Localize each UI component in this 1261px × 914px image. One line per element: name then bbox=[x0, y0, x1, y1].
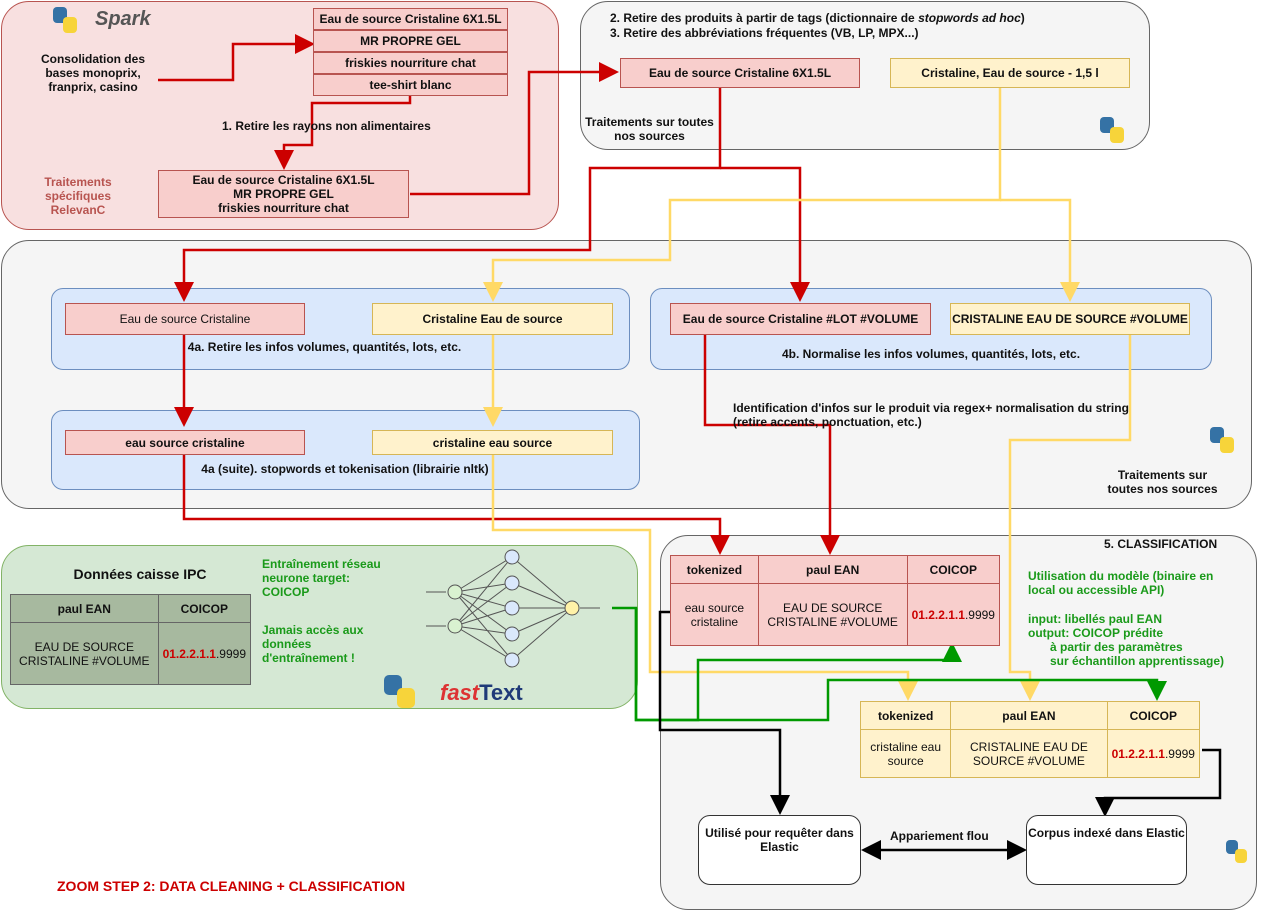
cell-coicop: 01.2.2.1.1.9999 bbox=[906, 583, 1001, 646]
raw-product-item: friskies nourriture chat bbox=[313, 52, 508, 74]
p4a-caption: 4a. Retire les infos volumes, quantités,… bbox=[187, 340, 462, 354]
specific-processing-label: Traitements spécifiques RelevanC bbox=[44, 175, 112, 217]
p4b-caption: 4b. Normalise les infos volumes, quantit… bbox=[781, 347, 1081, 361]
top-red-item: Eau de source Cristaline 6X1.5L bbox=[620, 58, 860, 88]
raw-product-item: Eau de source Cristaline 6X1.5L bbox=[313, 8, 508, 30]
step1-label: 1. Retire les rayons non alimentaires bbox=[222, 119, 431, 133]
p4b-red-item: Eau de source Cristaline #LOT #VOLUME bbox=[670, 303, 931, 335]
top-yellow-item: Cristaline, Eau de source - 1,5 l bbox=[890, 58, 1130, 88]
query-box: Utilisé pour requêter dans Elastic bbox=[698, 815, 861, 885]
p4a2-yellow-item: cristaline eau source bbox=[372, 430, 613, 455]
fasttext-logo-a: fast bbox=[440, 680, 480, 705]
classification-table-red: tokenized paul EAN COICOP eau source cri… bbox=[670, 555, 1001, 646]
col-paul-ean: paul EAN bbox=[950, 701, 1108, 730]
model-input: input: libellés paul EAN bbox=[1028, 612, 1163, 626]
cell-coicop: 01.2.2.1.1.9999 bbox=[1106, 729, 1201, 778]
col-tokenized: tokenized bbox=[670, 555, 759, 584]
corpus-box: Corpus indexé dans Elastic bbox=[1026, 815, 1187, 885]
cell-paul-ean: CRISTALINE EAU DE SOURCE #VOLUME bbox=[950, 729, 1108, 778]
ipc-cell-ean: EAU DE SOURCE CRISTALINE #VOLUME bbox=[10, 622, 159, 685]
step3-label: 3. Retire des abbréviations fréquentes (… bbox=[610, 26, 919, 40]
coicop-code: 01.2.2.1.1 bbox=[1111, 746, 1165, 761]
p4a-yellow-item: Cristaline Eau de source bbox=[372, 303, 613, 335]
ipc-cell-coicop: 01.2.2.1.1.9999 bbox=[157, 622, 252, 685]
model-output: output: COICOP prédite bbox=[1028, 626, 1164, 640]
step2-end: ) bbox=[1020, 11, 1025, 25]
neural-net-icon bbox=[426, 549, 600, 668]
coicop-score: .9999 bbox=[964, 607, 995, 622]
p4a2-red-item: eau source cristaline bbox=[65, 430, 305, 455]
col-tokenized: tokenized bbox=[859, 701, 952, 730]
filtered-product-list: Eau de source Cristaline 6X1.5L MR PROPR… bbox=[158, 170, 409, 218]
ipc-table: paul EAN COICOP EAU DE SOURCE CRISTALINE… bbox=[10, 594, 252, 685]
all-sources-label-top: Traitements sur toutes nos sources bbox=[585, 115, 714, 143]
cell-tokenized: cristaline eau source bbox=[859, 729, 952, 778]
cell-tokenized: eau source cristaline bbox=[670, 583, 759, 646]
filtered-product-item: Eau de source Cristaline 6X1.5L bbox=[192, 173, 375, 187]
p4a2-caption: 4a (suite). stopwords et tokenisation (l… bbox=[201, 462, 489, 476]
coicop-code: 01.2.2.1.1 bbox=[162, 646, 216, 661]
model-params: à partir des paramètres bbox=[1050, 640, 1183, 654]
step2-italic: stopwords ad hoc bbox=[918, 11, 1021, 25]
raw-product-list: Eau de source Cristaline 6X1.5L MR PROPR… bbox=[313, 8, 508, 96]
regex-note: Identification d'infos sur le produit vi… bbox=[733, 401, 1129, 429]
classification-table-yellow: tokenized paul EAN COICOP cristaline eau… bbox=[859, 701, 1201, 778]
col-coicop: COICOP bbox=[1106, 701, 1201, 730]
col-coicop: COICOP bbox=[906, 555, 1001, 584]
ipc-header-coicop: COICOP bbox=[157, 594, 252, 623]
coicop-score: .9999 bbox=[215, 646, 246, 661]
fasttext-logo: fastText bbox=[440, 680, 523, 706]
all-sources-label-mid: Traitements sur toutes nos sources bbox=[1107, 468, 1218, 496]
fasttext-logo-b: Text bbox=[479, 680, 523, 705]
coicop-code: 01.2.2.1.1 bbox=[911, 607, 965, 622]
ipc-title: Données caisse IPC bbox=[73, 566, 207, 582]
model-usage: Utilisation du modèle (binaire en local … bbox=[1028, 569, 1214, 597]
no-access-text: Jamais accès aux données d'entraînement … bbox=[262, 623, 364, 665]
model-io: input: libellés paul EAN output: COICOP … bbox=[1028, 612, 1253, 668]
cell-paul-ean: EAU DE SOURCE CRISTALINE #VOLUME bbox=[757, 583, 908, 646]
raw-product-item: MR PROPRE GEL bbox=[313, 30, 508, 52]
coicop-score: .9999 bbox=[1164, 746, 1195, 761]
p4b-yellow-item: CRISTALINE EAU DE SOURCE #VOLUME bbox=[950, 303, 1190, 335]
zoom-title: ZOOM STEP 2: DATA CLEANING + CLASSIFICAT… bbox=[57, 878, 406, 894]
col-paul-ean: paul EAN bbox=[757, 555, 908, 584]
p4a-red-item: Eau de source Cristaline bbox=[65, 303, 305, 335]
spark-logo: Spark bbox=[95, 8, 151, 30]
training-text: Entraînement réseau neurone target: COIC… bbox=[262, 557, 381, 599]
fuzzy-match-label: Appariement flou bbox=[890, 829, 989, 843]
classification-title: 5. CLASSIFICATION bbox=[1104, 537, 1218, 551]
ipc-header-ean: paul EAN bbox=[10, 594, 159, 623]
consolidation-label: Consolidation des bases monoprix, franpr… bbox=[40, 52, 145, 94]
model-sample: sur échantillon apprentissage) bbox=[1050, 654, 1225, 668]
step2-label: 2. Retire des produits à partir de tags … bbox=[610, 11, 1025, 25]
step2-text: 2. Retire des produits à partir de tags … bbox=[610, 11, 919, 25]
filtered-product-item: MR PROPRE GEL bbox=[233, 187, 334, 201]
raw-product-item: tee-shirt blanc bbox=[313, 74, 508, 96]
filtered-product-item: friskies nourriture chat bbox=[218, 201, 349, 215]
